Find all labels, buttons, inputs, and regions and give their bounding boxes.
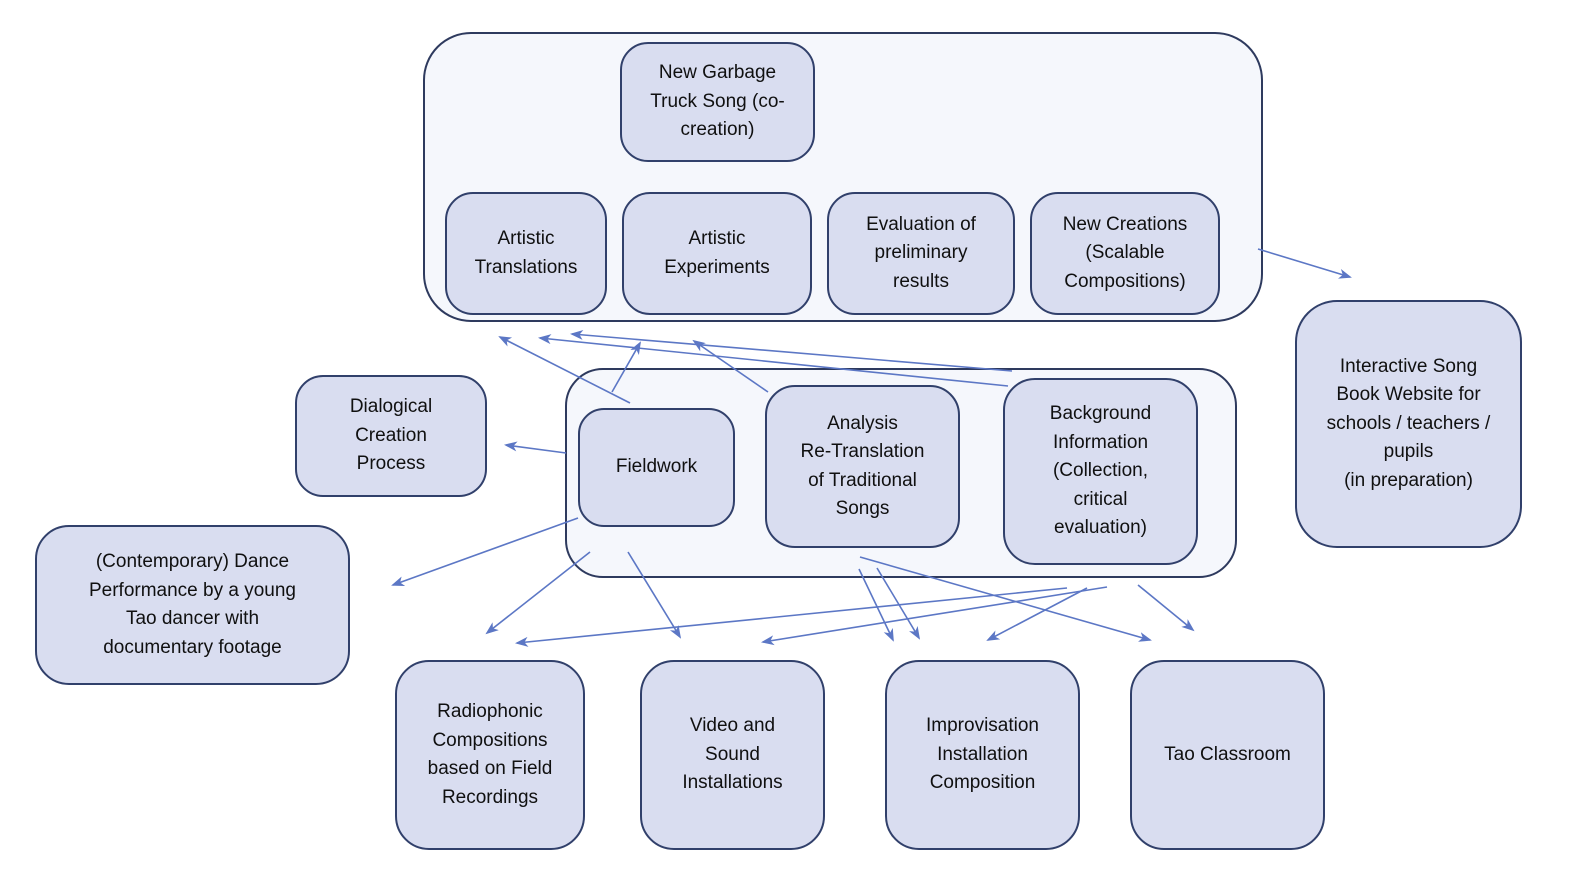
- node-tao-classroom: Tao Classroom: [1130, 660, 1325, 850]
- fieldwork-label: Fieldwork: [615, 456, 698, 478]
- node-fieldwork: Fieldwork: [578, 408, 735, 527]
- tao-classroom-label: Tao Classroom: [1164, 743, 1291, 765]
- arrow-fieldwork-to-dance-performance: [391, 517, 579, 586]
- artistic-experiments-label: Artistic Experiments: [664, 228, 770, 278]
- node-radiophonic-compositions: Radiophonic Compositions based on Field …: [395, 660, 585, 850]
- improvisation-installation-label: Improvisation Installation Composition: [926, 715, 1039, 794]
- dialogical-creation-process-label: Dialogical Creation Process: [349, 396, 433, 475]
- node-background-information: Background Information (Collection, crit…: [1003, 378, 1198, 565]
- node-artistic-translations: Artistic Translations: [445, 192, 607, 315]
- new-creations-scalable-label: New Creations (Scalable Compositions): [1062, 213, 1188, 292]
- node-new-garbage-truck-song: New Garbage Truck Song (co- creation): [620, 42, 815, 162]
- arrow-background-to-radiophonic: [515, 587, 1068, 647]
- arrow-analysis-to-improvisation-2: [876, 567, 921, 640]
- arrow-newcreations-to-songbook: [1257, 248, 1352, 279]
- background-information-label: Background Information (Collection, crit…: [1049, 403, 1152, 539]
- analysis-retranslation-label: Analysis Re-Translation of Traditional S…: [800, 412, 925, 520]
- arrow-background-to-tao-classroom: [1137, 584, 1195, 632]
- evaluation-preliminary-results-label: Evaluation of preliminary results: [866, 213, 976, 292]
- arrow-fieldwork-to-dialogical: [504, 441, 567, 454]
- node-artistic-experiments: Artistic Experiments: [622, 192, 812, 315]
- radiophonic-compositions-label: Radiophonic Compositions based on Field …: [427, 701, 553, 808]
- node-new-creations-scalable: New Creations (Scalable Compositions): [1030, 192, 1220, 315]
- node-analysis-retranslation: Analysis Re-Translation of Traditional S…: [765, 385, 960, 548]
- arrow-background-to-video-sound: [761, 586, 1108, 646]
- dance-performance-label: (Contemporary) Dance Performance by a yo…: [88, 551, 296, 658]
- node-improvisation-installation: Improvisation Installation Composition: [885, 660, 1080, 850]
- arrow-analysis-to-improvisation-1: [858, 568, 894, 642]
- node-dialogical-creation-process: Dialogical Creation Process: [295, 375, 487, 497]
- node-video-sound-installations: Video and Sound Installations: [640, 660, 825, 850]
- new-garbage-truck-song-label: New Garbage Truck Song (co- creation): [650, 62, 785, 141]
- interactive-song-book-label: Interactive Song Book Website for school…: [1326, 355, 1491, 491]
- node-dance-performance: (Contemporary) Dance Performance by a yo…: [35, 525, 350, 685]
- arrow-middle-group-to-top-group-long-2: [570, 329, 1013, 372]
- video-sound-installations-label: Video and Sound Installations: [682, 715, 783, 794]
- node-interactive-song-book: Interactive Song Book Website for school…: [1295, 300, 1522, 548]
- artistic-translations-label: Artistic Translations: [474, 228, 578, 278]
- arrow-background-to-improvisation: [986, 587, 1088, 641]
- node-evaluation-preliminary-results: Evaluation of preliminary results: [827, 192, 1015, 315]
